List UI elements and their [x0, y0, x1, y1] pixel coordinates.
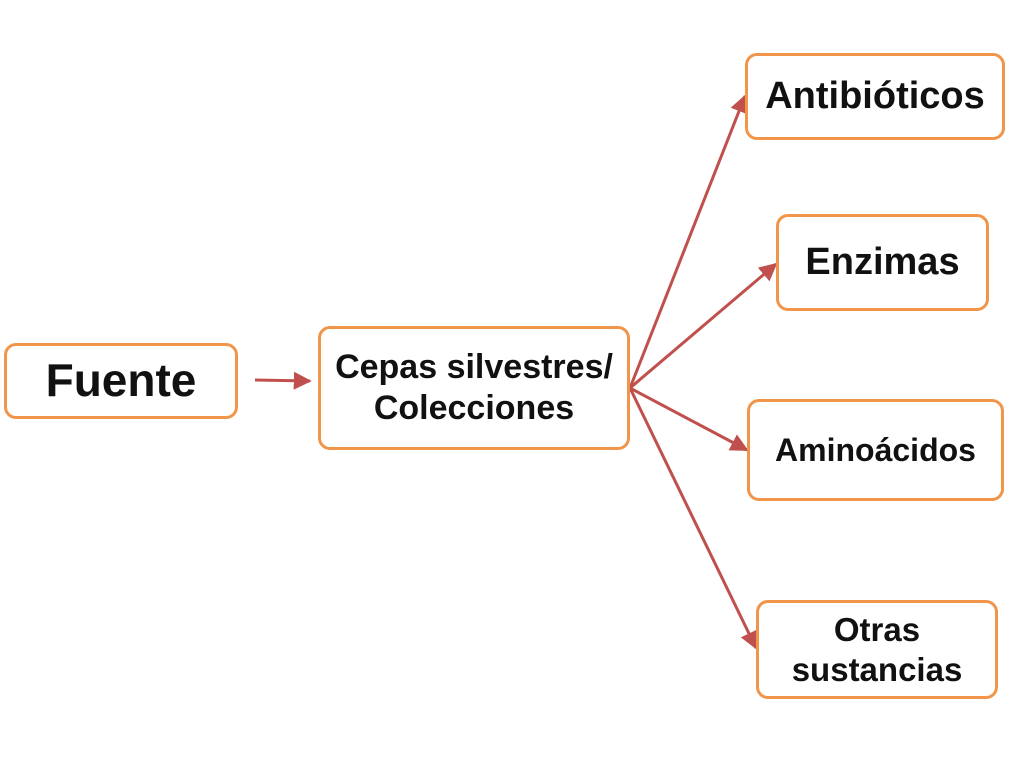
arrow-cepas-to-otras-sustancias: [628, 387, 758, 650]
fuente-box: Fuente: [4, 343, 238, 419]
antibioticos-label: Antibióticos: [765, 74, 985, 117]
arrow-fuente-to-cepas: [254, 371, 312, 390]
otras-sustancias-box: Otras sustancias: [756, 600, 998, 699]
fuente-label: Fuente: [45, 354, 197, 407]
cepas-label-line2: Colecciones: [373, 389, 575, 427]
cepas-colecciones-box: Cepas silvestres/ Colecciones: [318, 326, 630, 450]
antibioticos-box: Antibióticos: [745, 53, 1005, 140]
otras-sustancias-line1: Otras: [833, 610, 921, 648]
aminoacidos-box: Aminoácidos: [747, 399, 1004, 501]
arrow-cepas-to-antibioticos: [628, 94, 748, 389]
otras-sustancias-line2: sustancias: [791, 650, 963, 688]
arrow-cepas-to-enzimas: [629, 262, 778, 390]
enzimas-label: Enzimas: [805, 240, 960, 283]
enzimas-box: Enzimas: [776, 214, 989, 311]
cepas-label-line1: Cepas silvestres/: [335, 348, 613, 387]
aminoacidos-label: Aminoácidos: [775, 431, 976, 468]
arrow-cepas-to-aminoacidos: [629, 386, 749, 452]
